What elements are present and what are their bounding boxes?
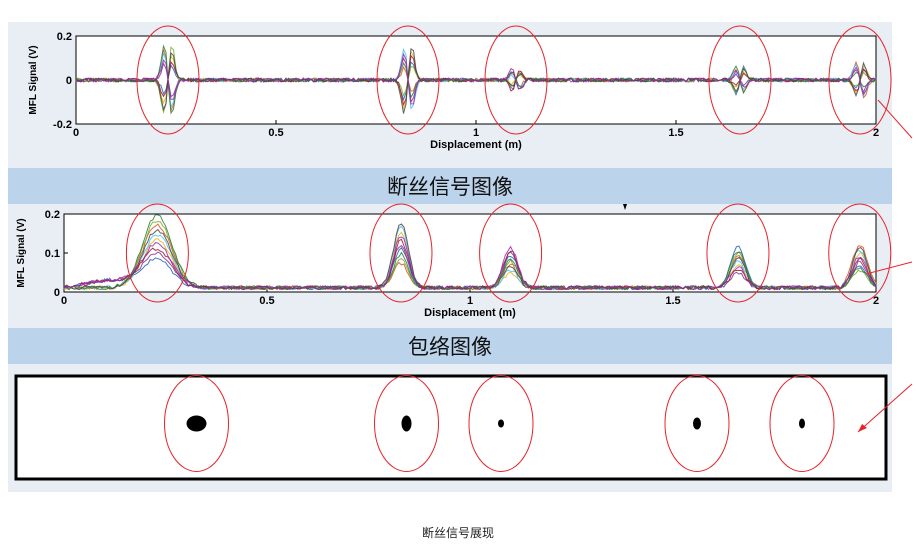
series-line-0-9 — [75, 52, 877, 105]
x-axis-label-1: Displacement (m) — [424, 307, 516, 319]
defect-circle-2 — [468, 375, 534, 472]
y-tick-label-0-2: 0.2 — [57, 31, 72, 43]
defect-blob-1 — [401, 415, 412, 432]
y-tick-label-1-2: 0.2 — [45, 209, 60, 221]
anomaly-circle-1-2 — [479, 203, 543, 303]
band-signal-text: 断丝信号图像 — [387, 175, 513, 199]
x-tick-label-0-1: 0.5 — [268, 127, 283, 139]
series-line-1-9 — [63, 236, 877, 291]
defect-blob-2 — [498, 419, 504, 428]
pointer-arrowhead-3 — [858, 424, 867, 432]
anomaly-circle-1-0 — [125, 203, 189, 303]
anomaly-circle-1-3 — [706, 203, 770, 303]
defect-circle-1 — [374, 375, 439, 472]
x-tick-label-1-4: 2 — [873, 295, 879, 307]
x-tick-label-1-2: 1 — [467, 295, 473, 307]
pointer-arrow-3 — [857, 383, 913, 433]
cursor-marker — [623, 204, 627, 210]
anomaly-circle-0-3 — [708, 25, 772, 135]
x-tick-label-1-1: 0.5 — [259, 295, 274, 307]
y-tick-label-1-1: 0.1 — [45, 248, 60, 260]
band-envelope-text: 包络图像 — [408, 335, 492, 359]
defect-circle-3 — [664, 375, 730, 472]
y-tick-label-1-0: 0 — [54, 287, 60, 299]
y-tick-label-0-1: 0 — [66, 75, 72, 87]
defect-blob-3 — [693, 417, 701, 430]
x-tick-label-0-4: 2 — [873, 127, 879, 139]
x-tick-label-1-3: 1.5 — [665, 295, 680, 307]
x-tick-label-0-2: 1 — [473, 127, 479, 139]
defect-blob-0 — [186, 415, 207, 432]
envelope-frame — [14, 374, 888, 481]
anomaly-circle-0-2 — [484, 25, 548, 135]
anomaly-circle-0-4 — [828, 25, 892, 135]
pointer-arrow-2 — [865, 261, 913, 275]
anomaly-circle-1-1 — [369, 203, 433, 303]
x-tick-label-1-0: 0 — [61, 295, 67, 307]
anomaly-circle-0-1 — [376, 25, 440, 135]
defect-circle-0 — [164, 375, 229, 472]
y-axis-label-0: MFL Signal (V) — [28, 45, 39, 114]
figure-caption: 断丝信号展现 — [421, 526, 494, 540]
y-axis-label-1: MFL Signal (V) — [16, 218, 27, 287]
defect-blob-4 — [799, 418, 805, 429]
y-tick-label-0-0: -0.2 — [53, 119, 72, 131]
pointer-arrow-1 — [877, 99, 913, 139]
band-envelope-title: 包络图像 — [8, 328, 892, 364]
defect-circle-4 — [769, 375, 835, 472]
x-tick-label-0-3: 1.5 — [668, 127, 683, 139]
band-signal-title: 断丝信号图像 — [8, 168, 892, 204]
x-tick-label-0-0: 0 — [73, 127, 79, 139]
x-axis-label-0: Displacement (m) — [430, 139, 522, 151]
anomaly-circle-0-0 — [136, 25, 200, 135]
anomaly-circle-1-4 — [828, 203, 892, 303]
